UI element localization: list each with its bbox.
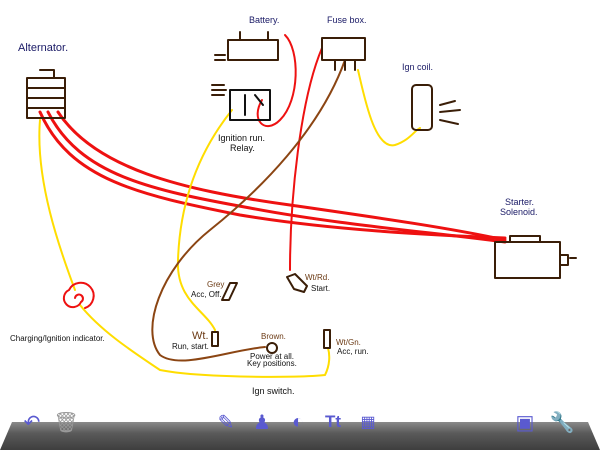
relay-label-2: Relay. [230,143,255,153]
wtgn-desc: Acc, run. [337,347,369,356]
shape-icon[interactable]: ◐ [291,410,305,433]
switch-wt-terminal [211,331,219,347]
stamp-icon[interactable]: ♟ [253,411,271,434]
grey-desc: Acc, Off. [191,290,222,299]
starter-label-2: Solenoid. [500,207,538,217]
settings-icon[interactable]: 🔧 [549,411,575,434]
battery-icon [214,31,279,61]
alternator-icon [26,69,66,119]
wtgn-label: Wt/Gn. [336,338,361,347]
background-icon[interactable]: ▦ [360,414,376,431]
wtrd-label: Wt/Rd. [305,273,330,282]
relay-label-1: Ignition run. [218,133,266,143]
starter-icon [494,235,577,279]
red-wire-battery [256,34,297,127]
grey-label: Grey [207,280,225,289]
switch-brown-terminal [266,342,278,354]
wtrd-desc: Start. [311,284,331,293]
starter-label-1: Starter. [505,197,535,207]
brown-label: Brown. [261,332,286,341]
toolbar: ↶ 🗑 ✎ ♟ ◐ Tt ▦ ▣ 🔧 [0,405,600,450]
switch-grey-terminal [221,282,238,301]
ign-coil-label: Ign coil. [402,62,434,72]
yellow-wire-coil [357,69,421,147]
indicator-label: Charging/Ignition indicator. [10,334,105,343]
text-icon[interactable]: Tt [324,412,342,431]
brown-wire [151,59,346,362]
switch-wtgn-terminal [323,329,331,349]
battery-label: Battery. [249,15,280,25]
red-wire-fuse [289,47,323,271]
switch-wtrd-terminal [286,273,308,293]
pen-icon[interactable]: ✎ [217,411,235,434]
ign-switch-label: Ign switch. [252,386,295,396]
relay-icon [211,84,271,121]
red-wire-alternator-starter [38,110,507,244]
gallery-icon[interactable]: ▣ [515,411,535,434]
fuse-box-icon [321,37,366,71]
drawing-canvas[interactable] [0,0,600,410]
brown-desc-1: Power at all. [250,352,295,361]
fuse-box-label: Fuse box. [327,15,367,25]
indicator-lamp [62,281,95,309]
ign-coil-icon [411,84,461,131]
yellow-wire-indicator [38,119,331,378]
undo-icon[interactable]: ↶ [23,411,41,434]
trash-icon[interactable]: 🗑 [53,411,79,434]
yellow-wire-relay [176,109,233,331]
wt-label: Wt. [192,330,209,342]
wt-desc: Run, start. [172,342,209,351]
alternator-label: Alternator. [18,42,69,54]
toolbar-shelf [0,422,600,450]
brown-desc-2: Key positions. [247,359,297,368]
